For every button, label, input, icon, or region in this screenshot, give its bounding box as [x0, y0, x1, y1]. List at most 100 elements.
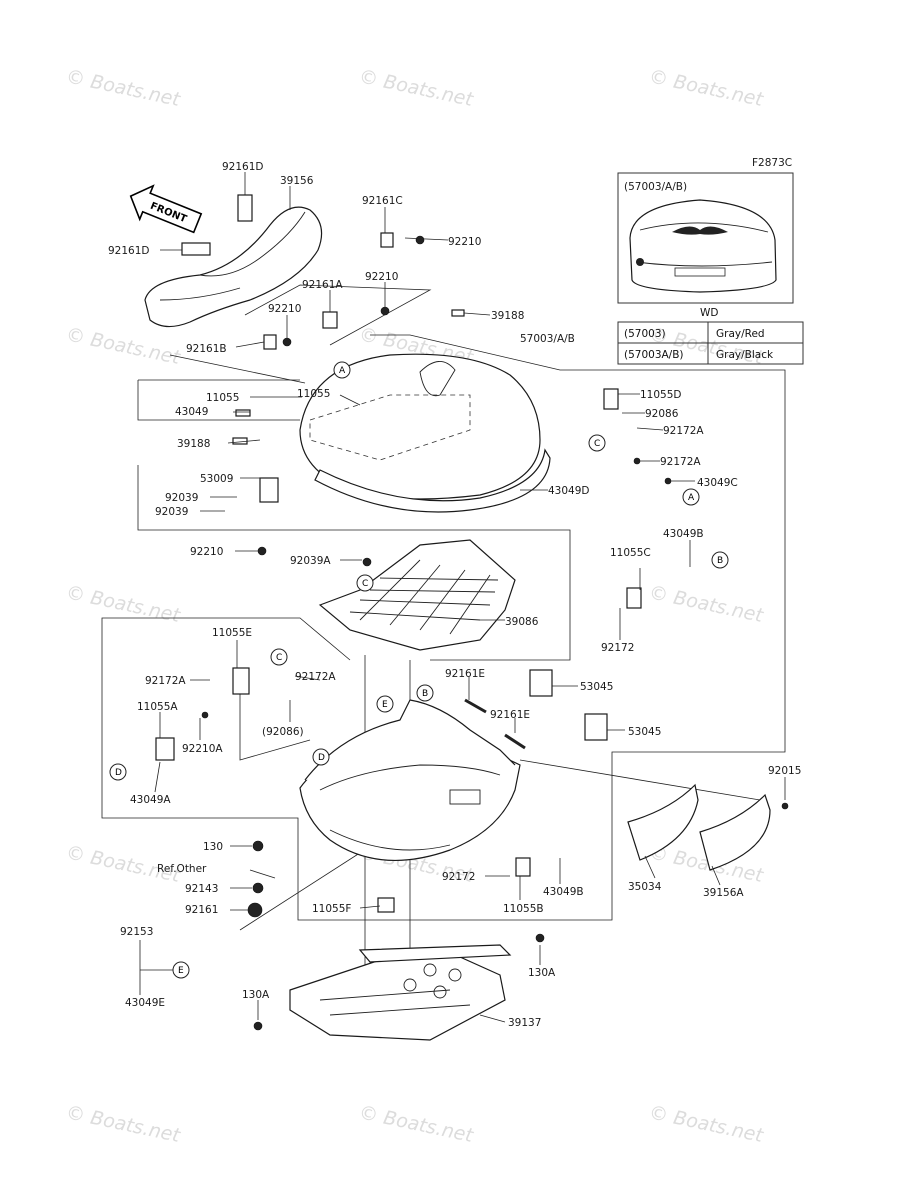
clip — [263, 334, 277, 350]
part-number: 92161E — [490, 709, 530, 721]
watermark-text: © Boats.net — [64, 1101, 183, 1147]
part-number: 92210 — [365, 271, 398, 283]
ref-circle-d — [312, 748, 330, 766]
figure-code: F2873C — [752, 157, 792, 169]
part-number: 92210A — [182, 743, 223, 755]
tape-92161D — [181, 242, 211, 256]
watermark-text: © Boats.net — [647, 1101, 766, 1147]
part-number: 39137 — [508, 1017, 541, 1029]
top-case-lid — [299, 353, 551, 513]
ref-letter: A — [688, 493, 695, 503]
part-number: 11055C — [610, 547, 651, 559]
ref-letter: A — [339, 366, 346, 376]
part-labels: 92161D 39156 92161D 92161C 92210 92210 9… — [108, 161, 801, 1029]
ref-circle-e — [376, 695, 394, 713]
ref-letter: C — [362, 579, 368, 589]
watermark-text: © Boats.net — [357, 65, 476, 111]
part-number: 92086 — [645, 408, 679, 420]
bracket-11055A — [155, 737, 175, 761]
color-table-color: Gray/Black — [716, 349, 774, 361]
hinge-53009 — [259, 477, 279, 503]
watermark-text: © Boats.net — [357, 1101, 476, 1147]
ref-letter: D — [115, 768, 122, 778]
inset-box: (57003/A/B) — [617, 172, 794, 304]
watermark-text: © Boats.net — [64, 323, 183, 369]
part-number: 43049C — [697, 477, 738, 489]
reflector-39156A — [699, 793, 771, 871]
latch-53045 — [529, 669, 553, 697]
ref-circle-b — [711, 551, 729, 569]
rack-frame — [289, 944, 512, 1041]
part-number: 92143 — [185, 883, 218, 895]
part-number: 130 — [203, 841, 223, 853]
part-number: 92153 — [120, 926, 153, 938]
color-table-header: WD — [700, 307, 718, 319]
ref-letter: B — [717, 556, 723, 566]
part-number: 39188 — [491, 310, 524, 322]
bracket-11055B — [515, 857, 531, 877]
ref-letter: B — [422, 689, 428, 699]
part-number: 130A — [242, 989, 270, 1001]
part-number: 39156A — [703, 887, 744, 899]
part-number: 92161A — [302, 279, 343, 291]
part-number: 92210 — [448, 236, 481, 248]
part-number: 92161C — [362, 195, 403, 207]
bracket-11055C — [626, 587, 642, 609]
part-number: 92172A — [663, 425, 704, 437]
bracket-11055E — [232, 667, 250, 695]
part-number: 92210 — [190, 546, 223, 558]
watermark-text: © Boats.net — [647, 65, 766, 111]
bracket-11055D — [603, 388, 619, 410]
front-arrow-icon: FRONT — [129, 184, 203, 234]
ref-letter: D — [318, 753, 325, 763]
ref-circle-c — [356, 574, 374, 592]
part-number: Ref.Other — [157, 863, 207, 875]
part-number: 11055A — [137, 701, 178, 713]
part-number: 57003/A/B — [520, 333, 575, 345]
part-number: 43049E — [125, 997, 165, 1009]
pad-39188 — [451, 309, 465, 317]
part-number: 43049A — [130, 794, 171, 806]
part-number: 35034 — [628, 881, 662, 893]
part-number: 53009 — [200, 473, 233, 485]
color-table-part: (57003A/B) — [624, 349, 684, 361]
inner-tray — [318, 539, 516, 651]
tape-92161D — [237, 194, 253, 222]
part-number: 92039 — [155, 506, 188, 518]
inset-label: (57003/A/B) — [624, 181, 687, 193]
ref-letter: C — [594, 439, 600, 449]
part-number: 92161E — [445, 668, 485, 680]
part-number: 11055 — [297, 388, 330, 400]
part-number: 43049B — [543, 886, 584, 898]
part-number: 92172A — [295, 671, 336, 683]
part-number: 11055E — [212, 627, 252, 639]
part-number: 39156 — [280, 175, 314, 187]
part-number: 39188 — [177, 438, 210, 450]
part-number: 92172A — [145, 675, 186, 687]
backrest-pad — [144, 206, 323, 328]
watermark-text: © Boats.net — [64, 65, 183, 111]
ref-circle-a — [333, 361, 351, 379]
watermark-text: © Boats.net — [647, 581, 766, 627]
part-number: 43049 — [175, 406, 208, 418]
part-number: 43049D — [548, 485, 590, 497]
part-number: 92039A — [290, 555, 331, 567]
ref-circle-a — [682, 488, 700, 506]
circle-refs: A A B B C C C D D E E — [109, 361, 729, 979]
color-table-part: (57003) — [624, 328, 666, 340]
part-number: 92172A — [660, 456, 701, 468]
pad-39188 — [232, 437, 248, 445]
part-number: 92210 — [268, 303, 301, 315]
part-number: 11055B — [503, 903, 544, 915]
ref-circle-c — [270, 648, 288, 666]
part-number: 92161D — [222, 161, 264, 173]
part-number: 92161D — [108, 245, 150, 257]
ref-circle-d — [109, 763, 127, 781]
ref-circle-b — [416, 684, 434, 702]
ref-letter: E — [178, 966, 184, 976]
ref-circle-c — [588, 434, 606, 452]
part-number: 92015 — [768, 765, 801, 777]
top-case-body — [299, 699, 521, 862]
pad-43049 — [235, 409, 251, 417]
